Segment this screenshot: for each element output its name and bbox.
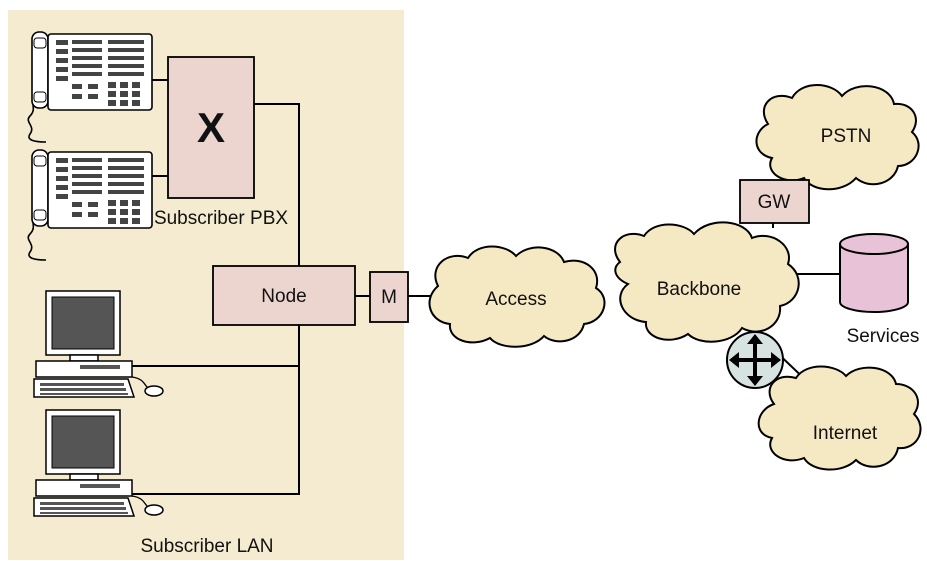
lan-label: Subscriber LAN [140,536,273,557]
node-box[interactable] [212,265,356,326]
access-cloud-icon[interactable] [428,245,606,348]
pbx-box[interactable] [167,56,255,199]
gateway-box[interactable] [739,179,810,224]
backbone-label: Backbone [657,279,742,300]
pstn-cloud-icon[interactable] [755,84,920,191]
access-label: Access [485,289,546,310]
router-icon[interactable] [726,331,784,389]
internet-cloud-icon[interactable] [757,365,922,471]
pbx-symbol: X [197,104,225,151]
services-label: Services [847,326,920,347]
internet-label: Internet [813,423,878,444]
gateway-label: GW [758,192,791,213]
node-label: Node [261,286,306,307]
backbone-cloud-icon[interactable] [614,221,800,343]
database-icon[interactable] [839,233,909,313]
modem-label: M [381,287,397,308]
modem-box[interactable] [369,271,409,323]
pstn-label: PSTN [821,126,872,147]
pbx-label: Subscriber PBX [154,208,288,229]
